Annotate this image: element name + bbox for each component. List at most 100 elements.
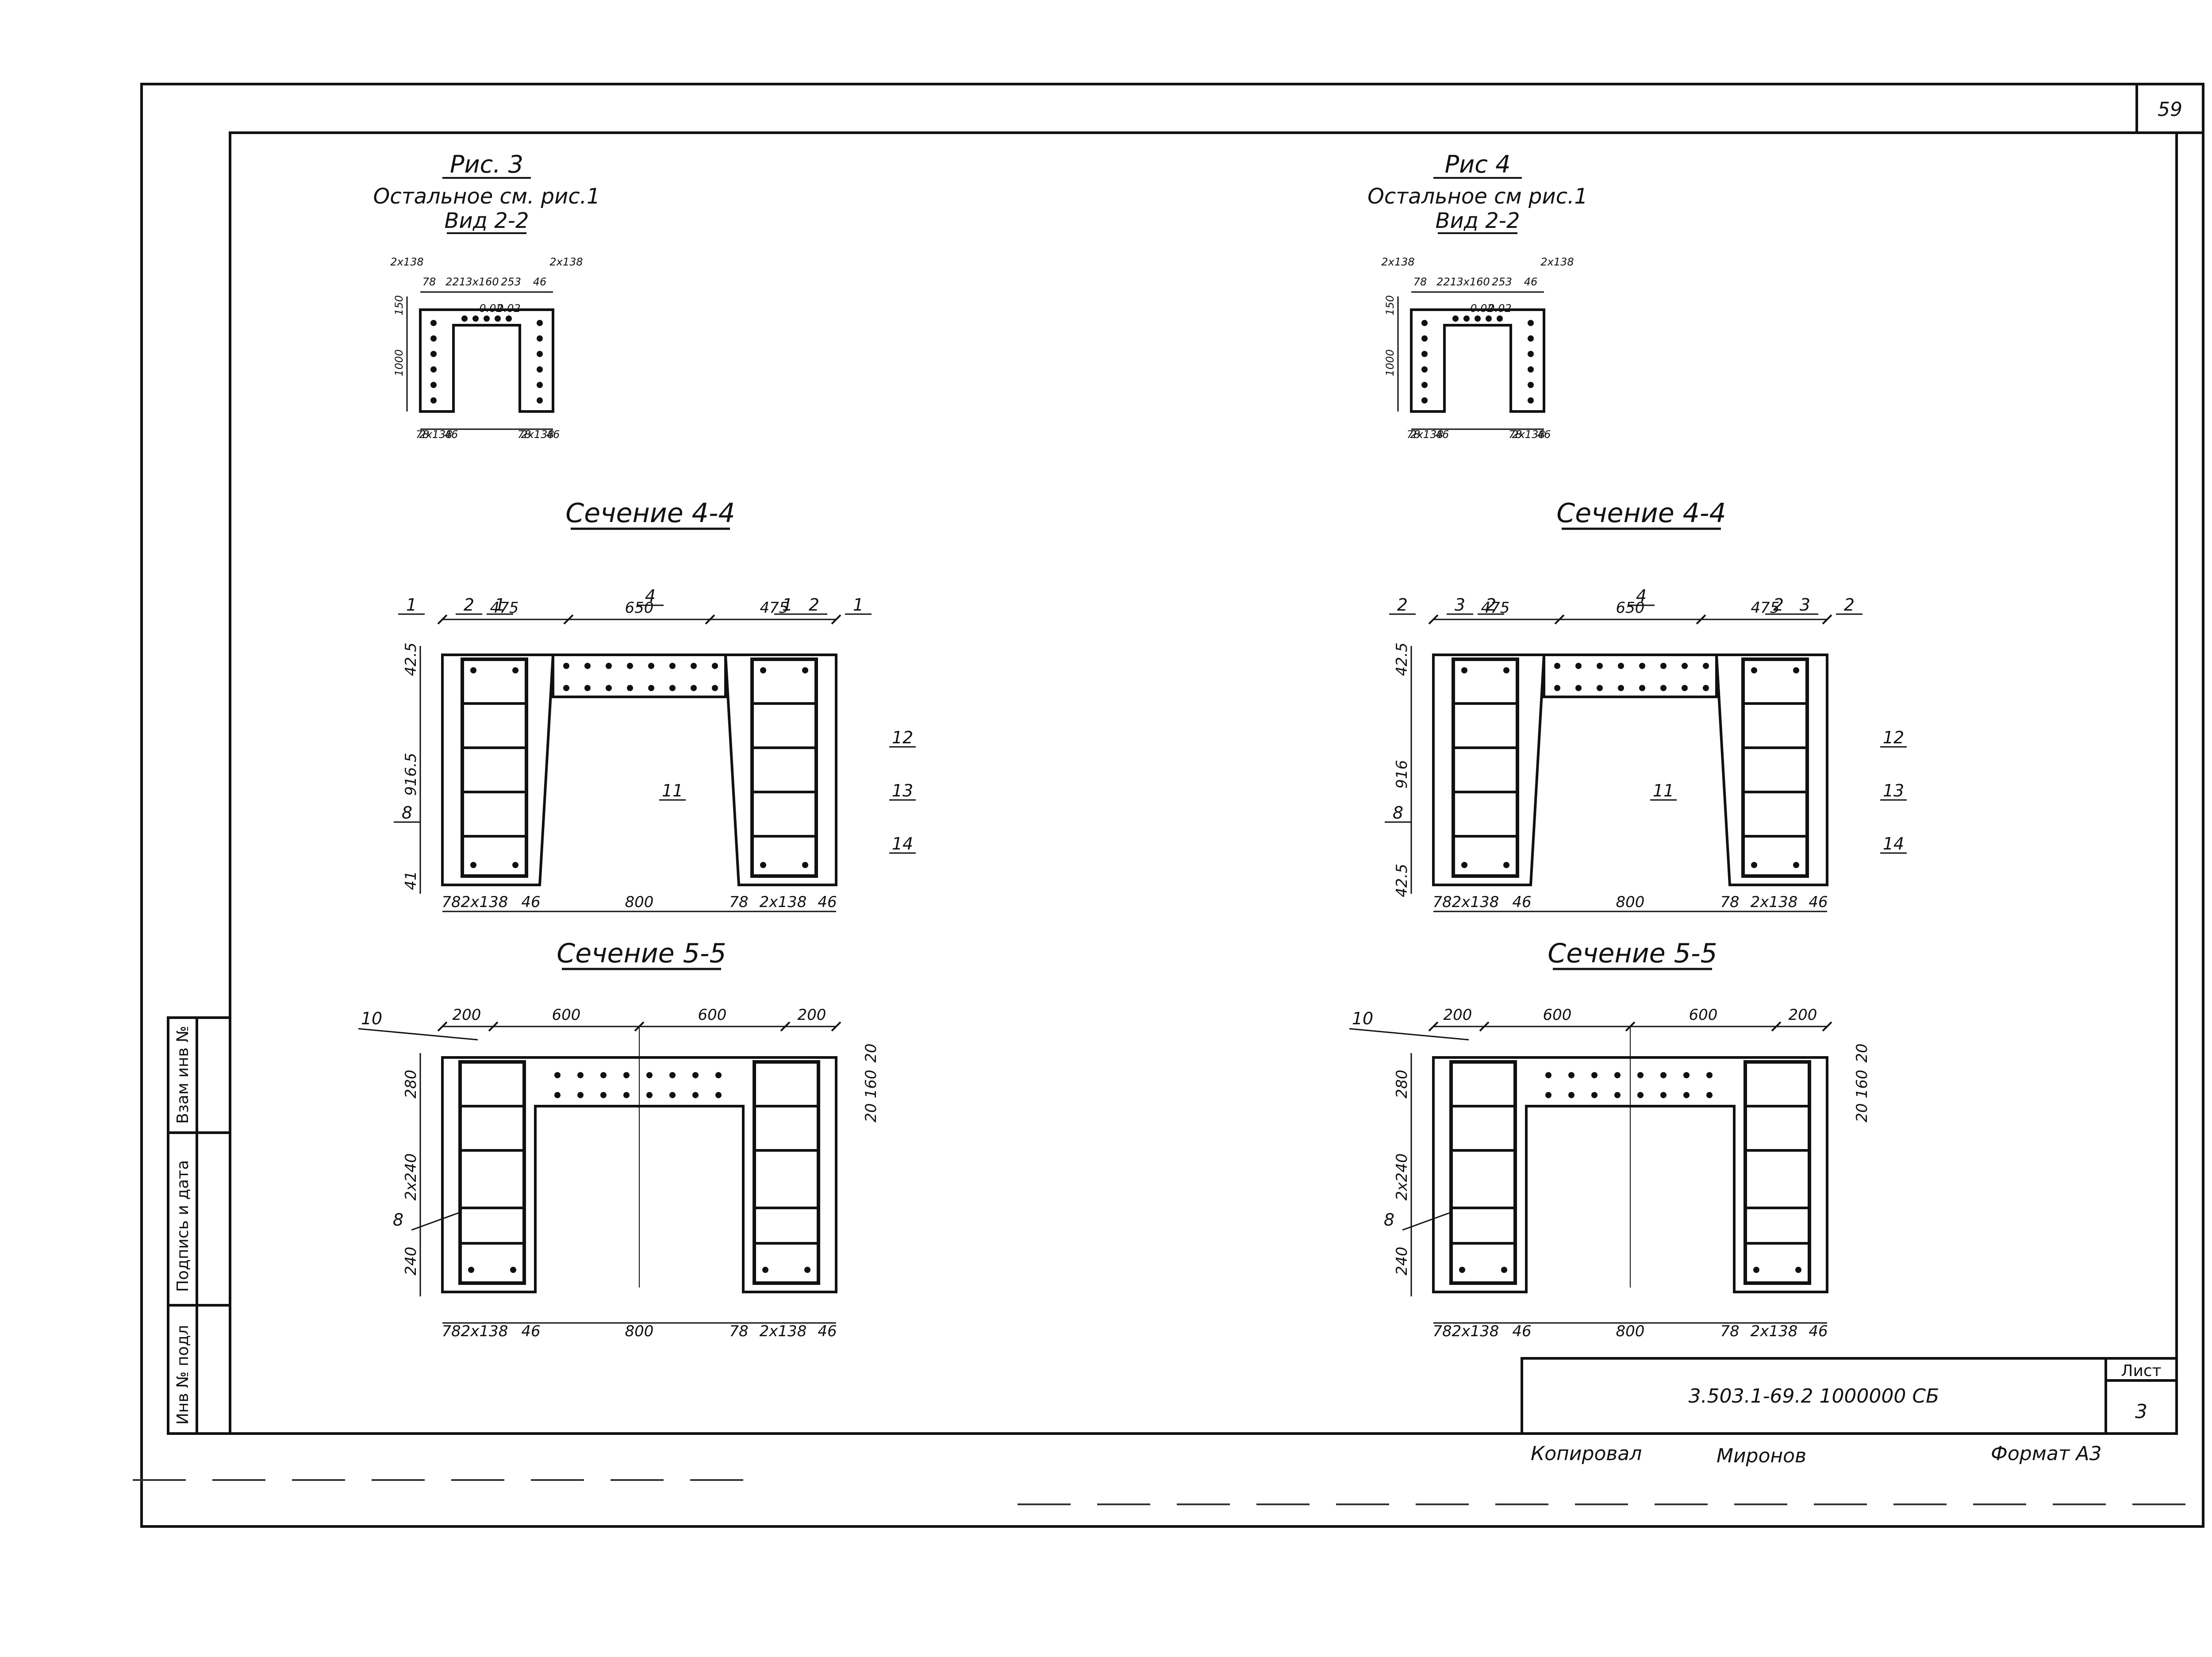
- section-leg-left: [1432, 654, 1546, 886]
- dimension-label: 600: [552, 1006, 581, 1024]
- rebar-dot: [563, 685, 569, 691]
- rebar-dot: [1683, 1072, 1690, 1078]
- dimension-label: 600: [1543, 1006, 1572, 1024]
- rebar-dot: [1639, 663, 1645, 669]
- rebar-dot: [1421, 366, 1428, 373]
- rebar-dot: [1751, 667, 1757, 673]
- callout-leader: [411, 1211, 461, 1231]
- dimension-label: 916: [1393, 760, 1411, 789]
- rebar-dot: [1528, 366, 1534, 373]
- dimension-label: 78: [1720, 893, 1739, 911]
- stirrup: [458, 1060, 526, 1285]
- dimension-tick: [1479, 1021, 1490, 1032]
- callout-number: 12: [892, 728, 913, 747]
- rebar-dot: [1461, 667, 1467, 673]
- callout-number: 3: [1800, 595, 1810, 615]
- rebar-dot: [669, 685, 676, 691]
- callout-leader: [358, 1028, 478, 1041]
- rebar-dot: [537, 351, 543, 357]
- dimension-label: 2x138: [390, 256, 423, 268]
- rebar-dot: [1637, 1092, 1644, 1098]
- section-title: Сечение 5-5: [557, 938, 726, 969]
- rebar-dot: [646, 1072, 653, 1078]
- dimension-label: 2x138: [1381, 256, 1414, 268]
- rebar-dot: [1554, 685, 1560, 691]
- rebar-dot: [1682, 663, 1688, 669]
- stamp-signature-date: Подпись и дата: [174, 1160, 192, 1292]
- dimension-label: 3x160: [1456, 276, 1490, 288]
- dimension-label: 200: [453, 1006, 481, 1024]
- dimension-tick: [780, 1021, 791, 1032]
- dimension-label: 2x138: [760, 1323, 807, 1340]
- section-title: Сечение 4-4: [565, 498, 735, 529]
- dimension-tick: [634, 1021, 645, 1032]
- format-label: Формат А3: [1991, 1442, 2102, 1465]
- dimension-label: 2x138: [1512, 428, 1545, 441]
- title-block: [1521, 1357, 2178, 1435]
- callout-number: 4: [1636, 586, 1647, 606]
- rebar-dot: [1703, 663, 1709, 669]
- rebar-dot: [1421, 397, 1428, 404]
- rebar-dot: [692, 1072, 699, 1078]
- dimension-label: 0.02: [479, 302, 503, 315]
- dimension-label: 0.02: [1470, 302, 1494, 315]
- dimension-label: 2x240: [402, 1153, 420, 1201]
- dimension-label: 2x138: [1540, 256, 1574, 268]
- section-beam: [552, 654, 727, 698]
- rebar-dot: [430, 351, 437, 357]
- copier-signature: Миронов: [1717, 1445, 1806, 1467]
- dimension-label: 20: [862, 1043, 880, 1062]
- dimension-label: 800: [1616, 893, 1645, 911]
- dimension-label: 1000: [393, 349, 405, 376]
- dimension-label: 20: [1853, 1043, 1871, 1062]
- rebar-dot: [537, 366, 543, 373]
- rebar-dot: [669, 663, 676, 669]
- stirrup: [1449, 1060, 1517, 1285]
- rebar-dot: [584, 663, 591, 669]
- dimension-label: 800: [1616, 1323, 1645, 1340]
- rebar-dot: [691, 685, 697, 691]
- callout-number: 8: [1393, 803, 1403, 823]
- rebar-dot: [430, 382, 437, 388]
- dimension-label: 2x138: [760, 893, 807, 911]
- dimension-label: 78: [729, 893, 748, 911]
- callout-number: 11: [662, 781, 683, 800]
- callout-number: 13: [1883, 781, 1904, 800]
- dimension-label: 78: [442, 893, 461, 911]
- dimension-label: 78: [1432, 1323, 1452, 1340]
- callout-number: 2: [1773, 595, 1784, 615]
- dimension-label: 42.5: [1393, 642, 1411, 676]
- rebar-dot: [691, 663, 697, 669]
- dimension-label: 78: [416, 428, 430, 441]
- rebar-dot: [1528, 335, 1534, 342]
- dimension-label: 42.5: [402, 642, 420, 676]
- dimension-label: 253: [501, 276, 521, 288]
- inner-frame: [229, 131, 2178, 1435]
- dimension-label: 3x160: [465, 276, 499, 288]
- rebar-dot: [430, 397, 437, 404]
- dimension-label: 800: [625, 1323, 654, 1340]
- dimension-label: 78: [422, 276, 436, 288]
- callout-leader: [1349, 1028, 1469, 1041]
- dimension-label: 200: [1789, 1006, 1817, 1024]
- dimension-label: 46: [533, 276, 547, 288]
- dimension-label: 600: [1689, 1006, 1718, 1024]
- rebar-dot: [1706, 1072, 1713, 1078]
- rebar-dot: [1575, 663, 1582, 669]
- rebar-dot: [537, 382, 543, 388]
- dimension-tick: [437, 614, 448, 625]
- rebar-dot: [584, 685, 591, 691]
- rebar-dot: [472, 315, 479, 322]
- callout-number: 1: [782, 595, 793, 615]
- rebar-dot: [1591, 1072, 1598, 1078]
- dimension-label: 2x138: [549, 256, 583, 268]
- rebar-dot: [1682, 685, 1688, 691]
- dimension-label: 78: [1720, 1323, 1739, 1340]
- dimension-label: 2x138: [461, 893, 508, 911]
- rebar-dot: [1575, 685, 1582, 691]
- rebar-dot: [1475, 315, 1481, 322]
- dimension-label: 253: [1492, 276, 1512, 288]
- dimension-label: 2x138: [419, 428, 452, 441]
- rebar-dot: [1568, 1092, 1575, 1098]
- rebar-dot: [1618, 663, 1624, 669]
